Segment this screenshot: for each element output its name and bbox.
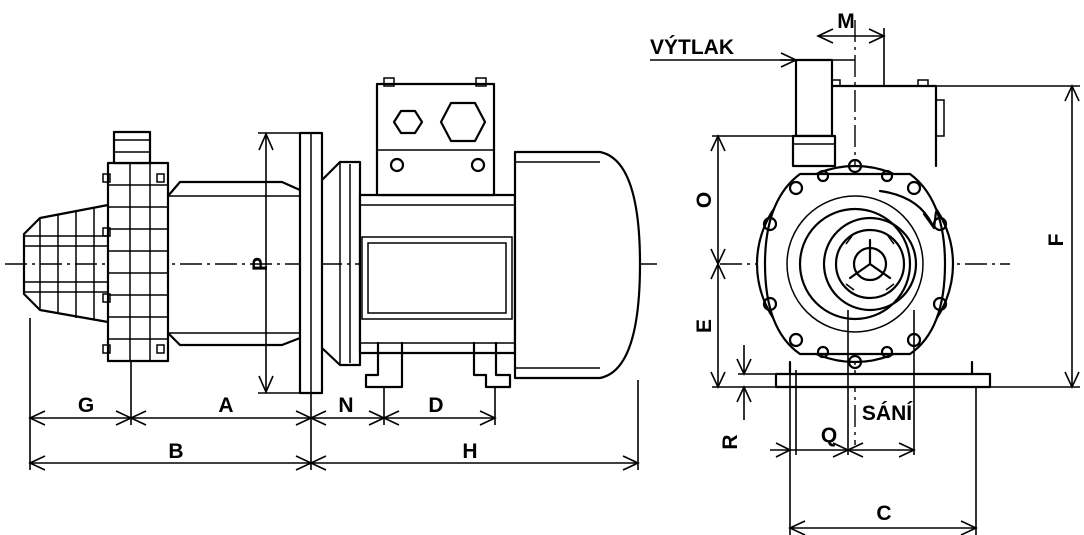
label-b: B — [168, 440, 183, 463]
motor-flange — [298, 131, 324, 395]
label-c: C — [876, 502, 891, 525]
label-f: F — [1045, 233, 1068, 246]
dim-f — [936, 84, 1080, 389]
label-sani: SÁNÍ — [862, 402, 913, 425]
label-d: D — [428, 394, 443, 417]
dim-m — [816, 28, 886, 86]
dim-h — [309, 455, 640, 471]
label-h: H — [462, 440, 477, 463]
label-n: N — [338, 394, 353, 417]
dim-q — [770, 370, 850, 535]
pump-body — [102, 161, 170, 363]
label-r: R — [719, 434, 742, 449]
fan-cover — [513, 150, 642, 380]
inner-ring-2 — [798, 207, 912, 321]
motor-feet — [364, 341, 512, 389]
label-e: E — [693, 319, 716, 333]
suction-port-inner — [834, 228, 906, 300]
motor-body — [358, 193, 517, 355]
discharge-pipe — [791, 58, 837, 168]
impeller-blades — [845, 235, 895, 291]
label-g: G — [78, 394, 94, 417]
dim-r — [736, 345, 776, 420]
base-plate — [774, 360, 992, 389]
dim-c — [788, 387, 978, 535]
terminal-box — [375, 77, 496, 197]
label-m: M — [837, 10, 855, 33]
label-a: A — [218, 394, 233, 417]
suction-port-outer — [822, 216, 918, 312]
lantern — [166, 180, 302, 347]
label-q: Q — [821, 424, 837, 447]
side-view: G A B N D H P — [5, 77, 660, 471]
dim-sani — [846, 310, 916, 458]
dim-d — [382, 410, 497, 426]
front-view: VÝTLAK M O E F R Q SÁNÍ C — [650, 10, 1080, 535]
label-vytlak: VÝTLAK — [650, 35, 734, 59]
label-o: O — [693, 192, 716, 208]
rotation-arrow-icon — [878, 189, 938, 230]
dim-p — [258, 132, 300, 394]
label-p: P — [249, 257, 272, 271]
vytlak-leader — [650, 52, 855, 68]
terminal-box-front — [821, 79, 945, 168]
inner-ring — [786, 195, 924, 333]
discharge-nozzle-side — [112, 130, 152, 165]
inlet-cone — [22, 203, 110, 324]
dim-o — [710, 134, 796, 266]
